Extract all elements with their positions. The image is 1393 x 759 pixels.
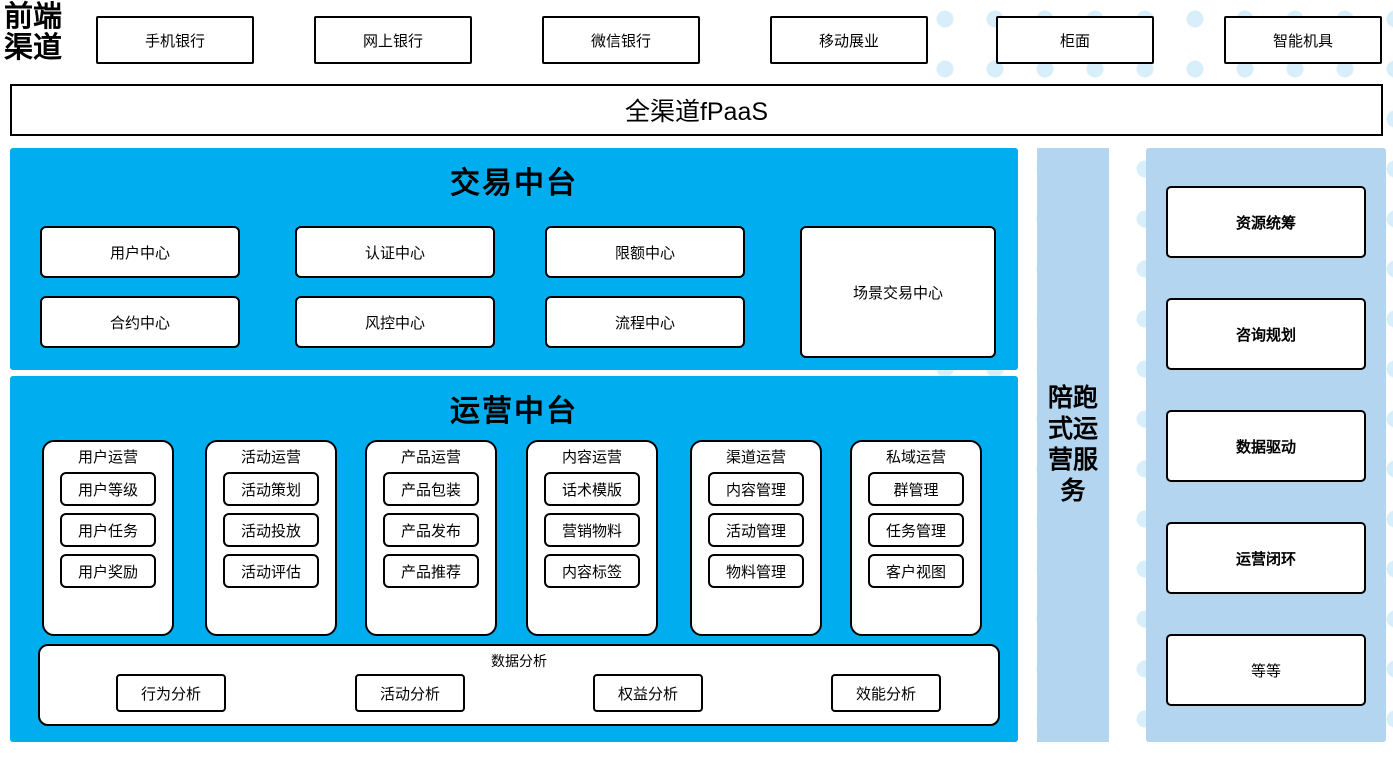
analysis-item-campaign[interactable]: 活动分析: [355, 674, 465, 712]
analysis-item-efficiency[interactable]: 效能分析: [831, 674, 941, 712]
operation-group-title: 用户运营: [77, 449, 138, 466]
operation-group-item[interactable]: 话术模版: [544, 472, 640, 506]
operation-group-item[interactable]: 任务管理: [868, 513, 964, 547]
operation-group-item[interactable]: 内容管理: [708, 472, 804, 506]
trade-cell-user-center[interactable]: 用户中心: [40, 226, 240, 278]
operation-group-product[interactable]: 产品运营 产品包装 产品发布 产品推荐: [365, 440, 497, 636]
operation-group-item[interactable]: 营销物料: [544, 513, 640, 547]
operation-group-item[interactable]: 活动管理: [708, 513, 804, 547]
accompanying-operation-service-column: 陪跑式运营服务: [1037, 148, 1109, 742]
operation-platform-panel: 运营中台 用户运营 用户等级 用户任务 用户奖励 活动运营 活动策划 活动投放 …: [10, 376, 1018, 742]
front-channel-label-line2: 渠道: [4, 32, 63, 64]
operation-platform-title: 运营中台: [450, 395, 578, 428]
operation-group-title: 活动运营: [240, 449, 301, 466]
analysis-item-behavior[interactable]: 行为分析: [116, 674, 226, 712]
operation-group-item[interactable]: 产品推荐: [383, 554, 479, 588]
capability-box-consulting-planning[interactable]: 咨询规划: [1166, 298, 1366, 370]
operation-group-title: 内容运营: [561, 449, 622, 466]
operation-group-title: 私域运营: [885, 449, 946, 466]
operation-group-item[interactable]: 活动投放: [223, 513, 319, 547]
operation-group-item[interactable]: 产品包装: [383, 472, 479, 506]
operation-group-item[interactable]: 用户等级: [60, 472, 156, 506]
front-channel-label: 前端 渠道: [4, 2, 88, 64]
operation-group-item[interactable]: 内容标签: [544, 554, 640, 588]
operation-group-item[interactable]: 用户奖励: [60, 554, 156, 588]
operation-group-campaign[interactable]: 活动运营 活动策划 活动投放 活动评估: [205, 440, 337, 636]
trade-cell-risk-center[interactable]: 风控中心: [295, 296, 495, 348]
capability-column: 资源统筹 咨询规划 数据驱动 运营闭环 等等: [1146, 148, 1386, 742]
operation-group-item[interactable]: 物料管理: [708, 554, 804, 588]
operation-group-item[interactable]: 产品发布: [383, 513, 479, 547]
channel-box-internet-bank[interactable]: 网上银行: [314, 16, 472, 64]
channel-box-mobile-bank[interactable]: 手机银行: [96, 16, 254, 64]
operation-group-private-domain[interactable]: 私域运营 群管理 任务管理 客户视图: [850, 440, 982, 636]
operation-group-user[interactable]: 用户运营 用户等级 用户任务 用户奖励: [42, 440, 174, 636]
service-column-title: 陪跑式运营服务: [1047, 384, 1098, 505]
trade-cell-limit-center[interactable]: 限额中心: [545, 226, 745, 278]
channel-box-mobile-field[interactable]: 移动展业: [770, 16, 928, 64]
operation-group-item[interactable]: 活动策划: [223, 472, 319, 506]
capability-box-resource-coordination[interactable]: 资源统筹: [1166, 186, 1366, 258]
capability-box-etc[interactable]: 等等: [1166, 634, 1366, 706]
operation-group-title: 渠道运营: [725, 449, 786, 466]
omnichannel-fpaas-bar[interactable]: 全渠道fPaaS: [10, 84, 1383, 136]
capability-box-data-driven[interactable]: 数据驱动: [1166, 410, 1366, 482]
trade-cell-scenario-transaction-center[interactable]: 场景交易中心: [800, 226, 996, 358]
channel-box-smart-machine[interactable]: 智能机具: [1224, 16, 1382, 64]
channel-box-counter[interactable]: 柜面: [996, 16, 1154, 64]
front-channel-label-line1: 前端: [4, 1, 63, 33]
operation-group-content[interactable]: 内容运营 话术模版 营销物料 内容标签: [526, 440, 658, 636]
trade-cell-process-center[interactable]: 流程中心: [545, 296, 745, 348]
trade-platform-title: 交易中台: [450, 167, 578, 200]
data-analysis-title: 数据分析: [491, 653, 547, 669]
operation-group-channel[interactable]: 渠道运营 内容管理 活动管理 物料管理: [690, 440, 822, 636]
trade-cell-contract-center[interactable]: 合约中心: [40, 296, 240, 348]
operation-group-item[interactable]: 群管理: [868, 472, 964, 506]
operation-group-item[interactable]: 活动评估: [223, 554, 319, 588]
channel-box-wechat-bank[interactable]: 微信银行: [542, 16, 700, 64]
capability-box-operation-closed-loop[interactable]: 运营闭环: [1166, 522, 1366, 594]
analysis-item-benefit[interactable]: 权益分析: [593, 674, 703, 712]
trade-platform-panel: 交易中台 用户中心 认证中心 限额中心 合约中心 风控中心 流程中心 场景交易中…: [10, 148, 1018, 370]
operation-group-item[interactable]: 用户任务: [60, 513, 156, 547]
data-analysis-block: 数据分析 行为分析 活动分析 权益分析 效能分析: [38, 644, 1000, 726]
operation-group-item[interactable]: 客户视图: [868, 554, 964, 588]
trade-cell-auth-center[interactable]: 认证中心: [295, 226, 495, 278]
operation-group-title: 产品运营: [400, 449, 461, 466]
